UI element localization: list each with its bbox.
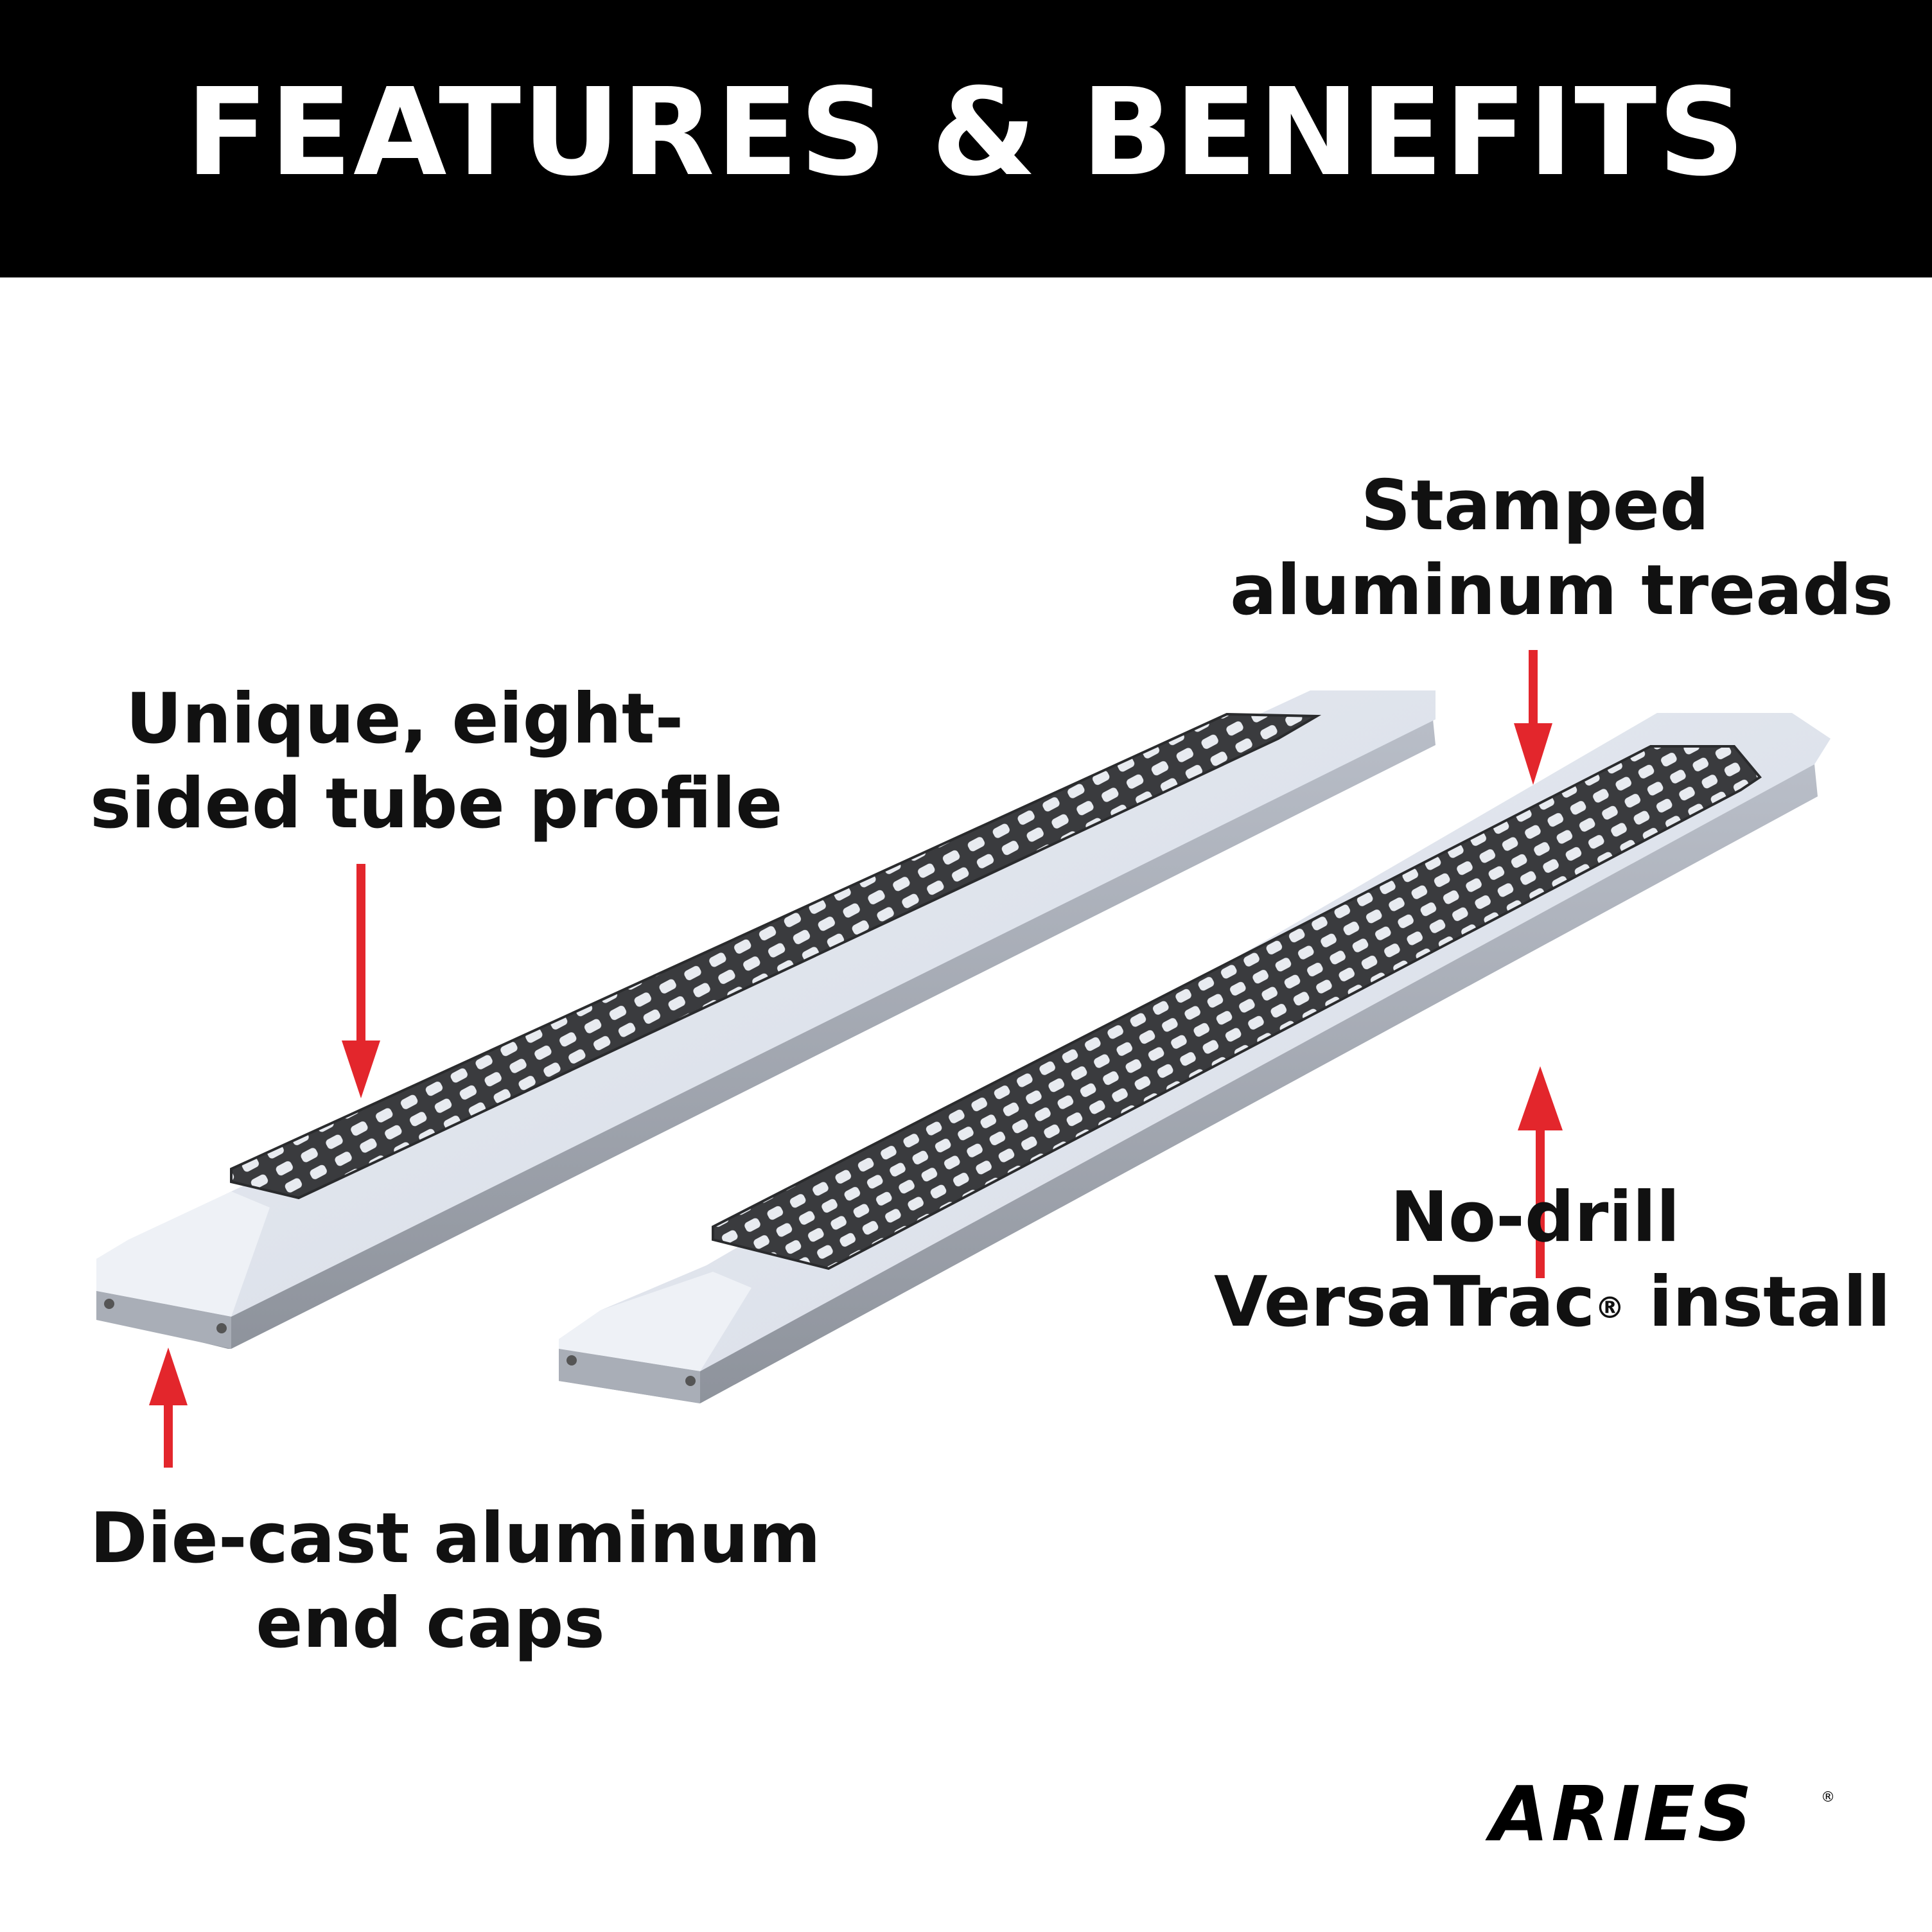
end-cap-left [96,1291,231,1349]
tread-right [712,745,1762,1270]
page-title: FEATURES & BENEFITS [186,62,1746,203]
header-banner: FEATURES & BENEFITS [0,0,1932,277]
callout-line: Die-cast aluminum [90,1498,821,1579]
callout-line: Stamped [1360,466,1710,546]
arrow-icon [1518,1066,1563,1278]
callout-line: No-drill [1390,1177,1680,1258]
running-board-right [559,713,1831,1403]
install-text: install [1624,1262,1891,1342]
callout-no-drill-install: No-drill VersaTrac® install [1214,1175,1891,1345]
logo-registered-mark: ® [1821,1789,1835,1805]
registered-mark: ® [1595,1290,1625,1325]
tread-left [230,712,1322,1200]
callout-line: Unique, eight- [125,679,684,759]
callout-end-caps: Die-cast aluminum end caps [90,1497,821,1666]
arrow-icon [149,1348,188,1468]
callout-line: sided tube profile [90,764,783,844]
aries-logo-icon: ARIES ® [1485,1779,1835,1850]
callout-tube-profile: Unique, eight- sided tube profile [90,677,783,847]
arrow-icon [342,864,380,1098]
versatrac-text: VersaTrac [1214,1262,1595,1342]
arrow-icon [1514,650,1552,785]
callout-stamped-treads: Stamped aluminum treads [1230,464,1893,633]
callout-line: end caps [256,1583,605,1664]
end-cap-right [559,1349,700,1403]
callout-line-2: VersaTrac® install [1214,1260,1891,1345]
callout-line: aluminum treads [1230,550,1893,631]
running-board-left [96,690,1436,1349]
logo-text: ARIES [1485,1779,1755,1850]
